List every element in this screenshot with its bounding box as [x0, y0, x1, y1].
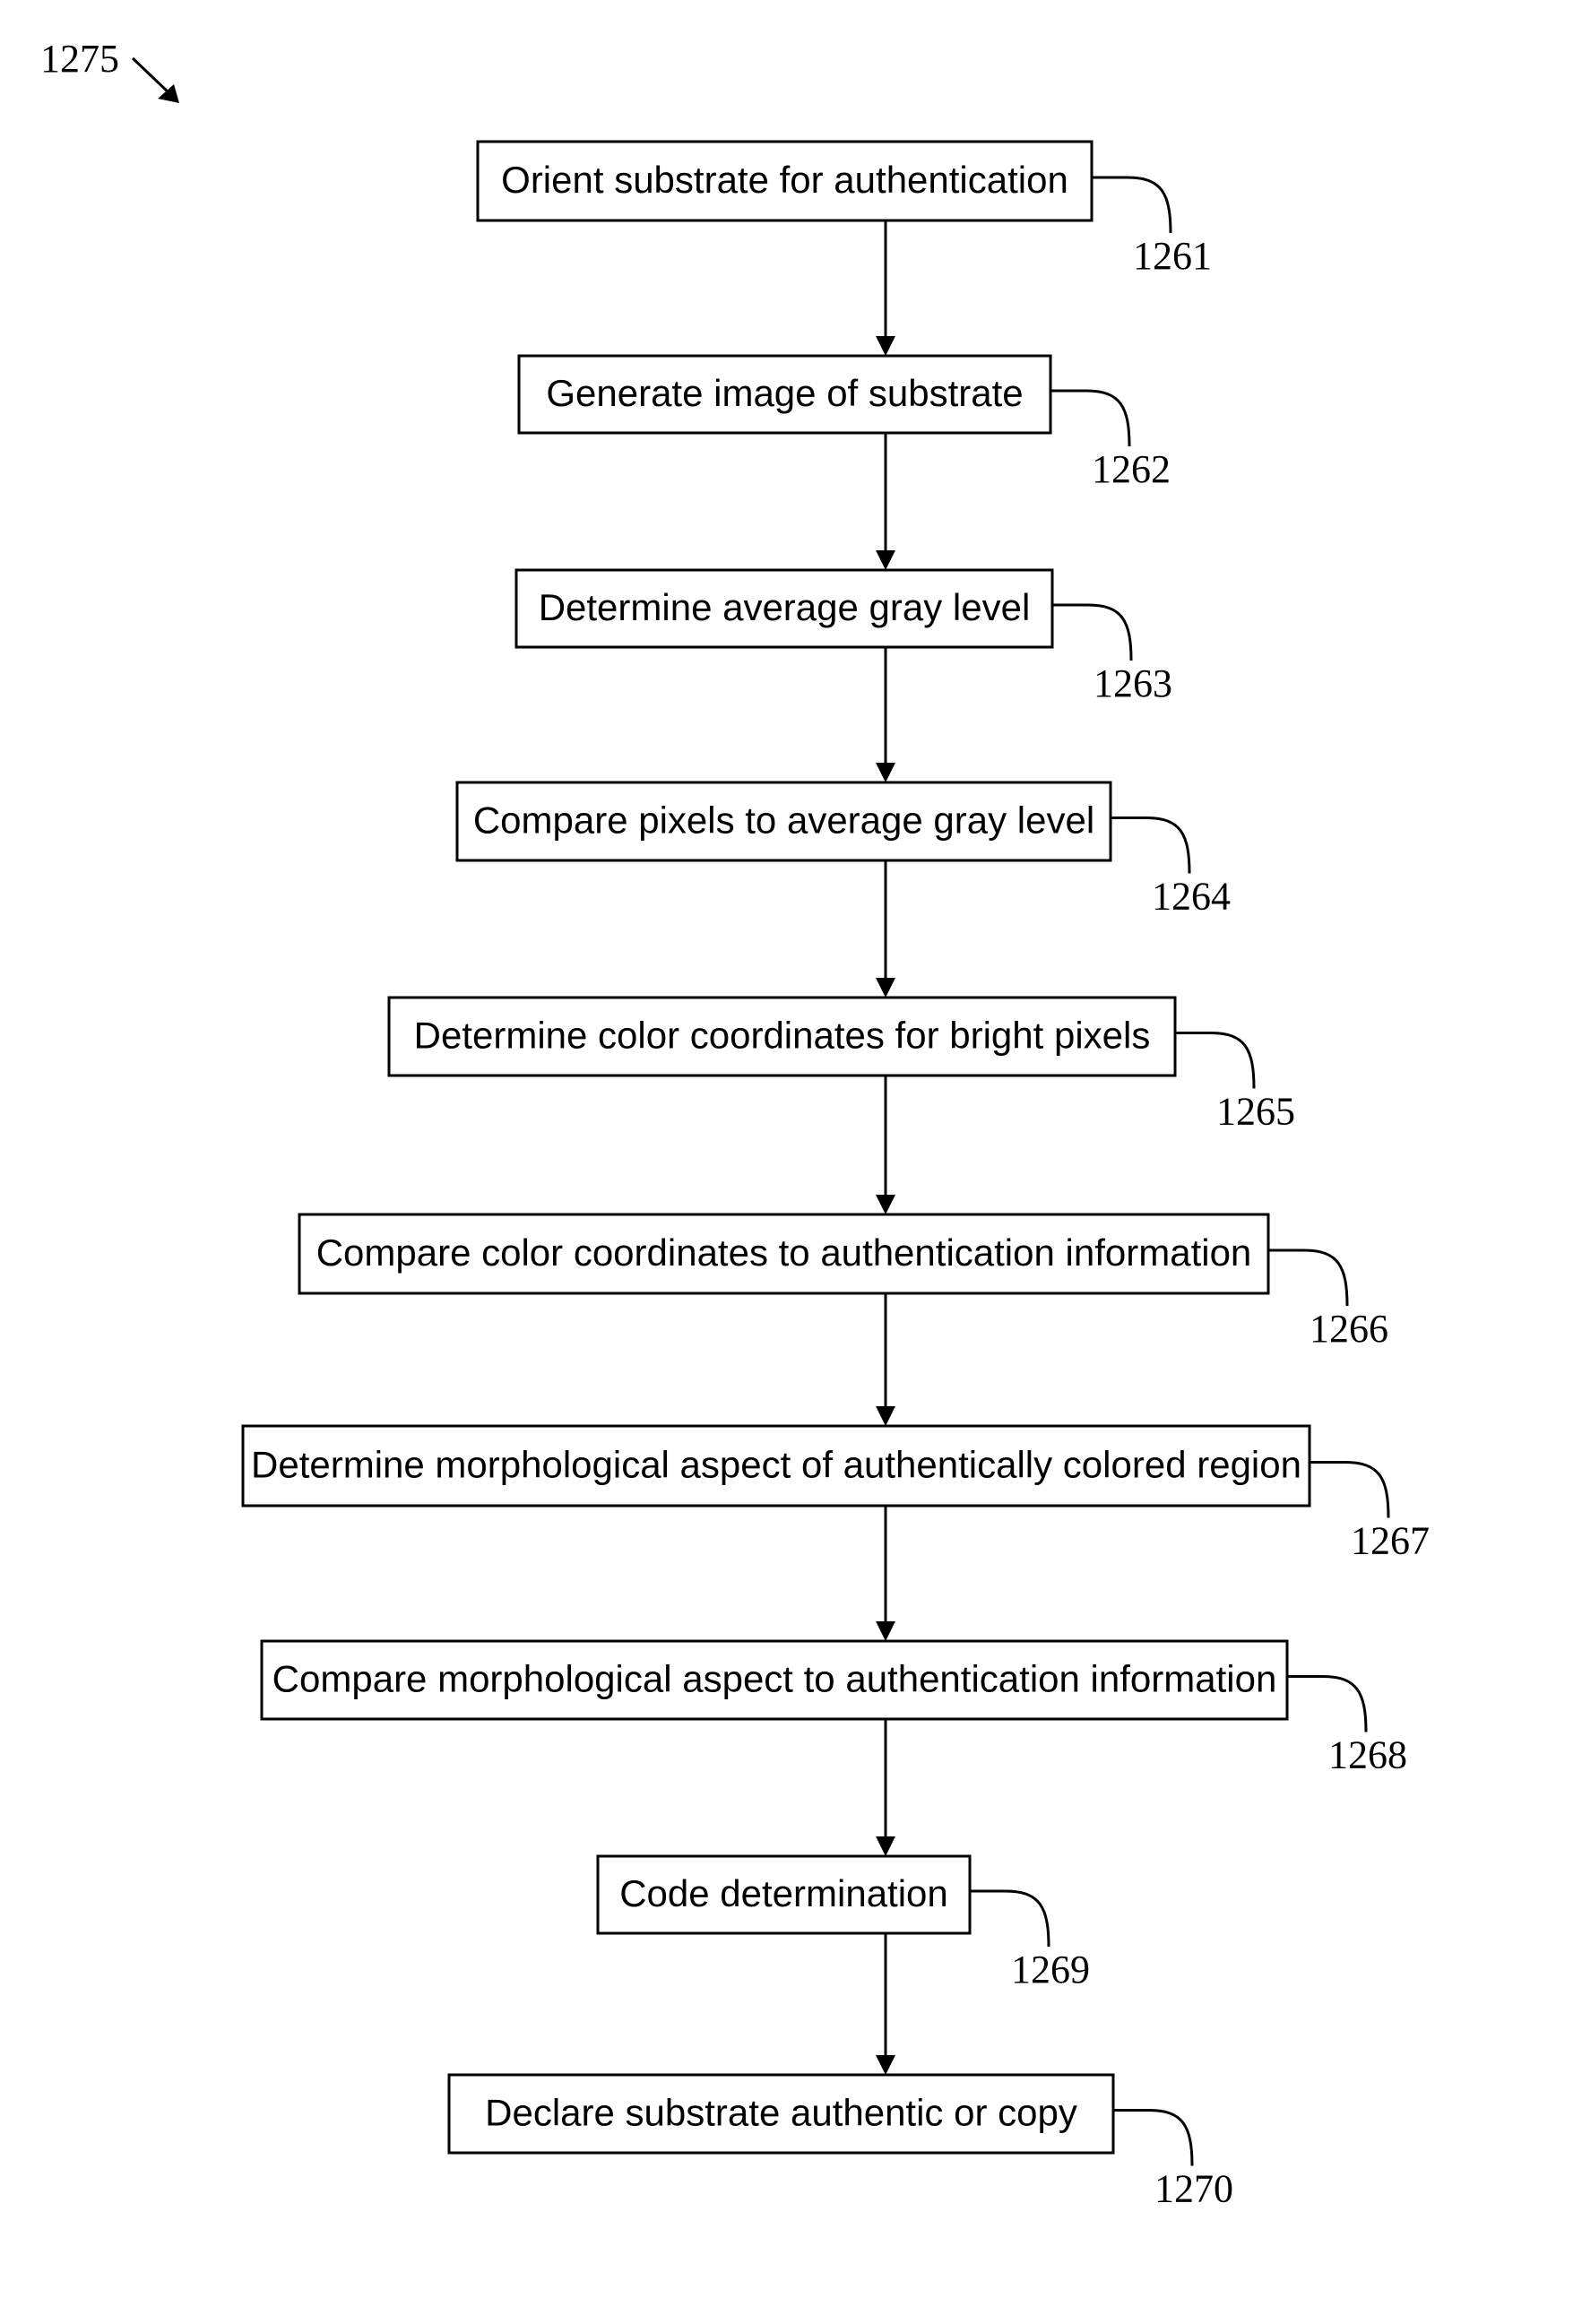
arrow-down-icon: [876, 1406, 895, 1426]
reference-leader-line: [1268, 1250, 1347, 1306]
step-1268: Compare morphological aspect to authenti…: [262, 1641, 1407, 1777]
arrow-down-icon: [876, 1836, 895, 1856]
step-label: Compare color coordinates to authenticat…: [316, 1231, 1252, 1274]
step-label: Declare substrate authentic or copy: [485, 2092, 1077, 2134]
step-label: Determine morphological aspect of authen…: [251, 1444, 1301, 1486]
step-1261: Orient substrate for authentication 1261: [478, 142, 1212, 278]
arrow-down-icon: [876, 550, 895, 570]
step-label: Determine average gray level: [539, 586, 1031, 628]
reference-leader-line: [1310, 1463, 1388, 1518]
reference-number: 1267: [1351, 1519, 1430, 1563]
arrow-down-icon: [876, 336, 895, 356]
reference-leader-line: [1113, 2111, 1192, 2166]
step-label: Orient substrate for authentication: [501, 159, 1068, 201]
steps-layer: Orient substrate for authentication 1261G…: [243, 142, 1430, 2211]
step-1263: Determine average gray level 1263: [516, 570, 1172, 705]
figure-number: 1275: [40, 37, 119, 81]
reference-number: 1270: [1154, 2167, 1233, 2211]
arrow-down-icon: [876, 1195, 895, 1214]
reference-number: 1265: [1216, 1090, 1295, 1134]
reference-number: 1263: [1094, 661, 1172, 705]
reference-leader-line: [970, 1891, 1049, 1947]
step-label: Compare morphological aspect to authenti…: [272, 1658, 1277, 1700]
reference-leader-line: [1050, 391, 1129, 446]
reference-number: 1266: [1310, 1307, 1388, 1351]
reference-leader-line: [1287, 1677, 1366, 1732]
reference-number: 1269: [1011, 1948, 1090, 1991]
reference-number: 1261: [1133, 234, 1212, 278]
reference-number: 1262: [1092, 447, 1171, 491]
reference-leader-line: [1052, 605, 1131, 661]
step-1269: Code determination 1269: [598, 1856, 1090, 1991]
arrow-down-icon: [876, 978, 895, 998]
step-1265: Determine color coordinates for bright p…: [389, 998, 1295, 1134]
figure-reference: 1275: [40, 37, 179, 103]
step-1270: Declare substrate authentic or copy 1270: [449, 2075, 1233, 2211]
arrow-down-icon: [876, 763, 895, 782]
arrow-down-icon: [876, 1621, 895, 1641]
step-1267: Determine morphological aspect of authen…: [243, 1426, 1430, 1563]
reference-number: 1264: [1152, 875, 1231, 919]
reference-number: 1268: [1328, 1733, 1407, 1777]
reference-leader-line: [1175, 1033, 1254, 1089]
step-label: Determine color coordinates for bright p…: [414, 1015, 1151, 1057]
arrow-down-icon: [876, 2055, 895, 2075]
reference-leader-line: [1111, 818, 1189, 874]
figure-pointer-arrow-icon: [133, 58, 170, 94]
step-1262: Generate image of substrate 1262: [519, 356, 1171, 491]
step-label: Generate image of substrate: [546, 372, 1023, 414]
connectors-layer: [876, 220, 895, 2075]
step-1264: Compare pixels to average gray level 1264: [457, 782, 1231, 919]
step-1266: Compare color coordinates to authenticat…: [299, 1214, 1388, 1351]
step-label: Compare pixels to average gray level: [473, 799, 1094, 842]
reference-leader-line: [1092, 177, 1171, 233]
step-label: Code determination: [619, 1872, 948, 1914]
